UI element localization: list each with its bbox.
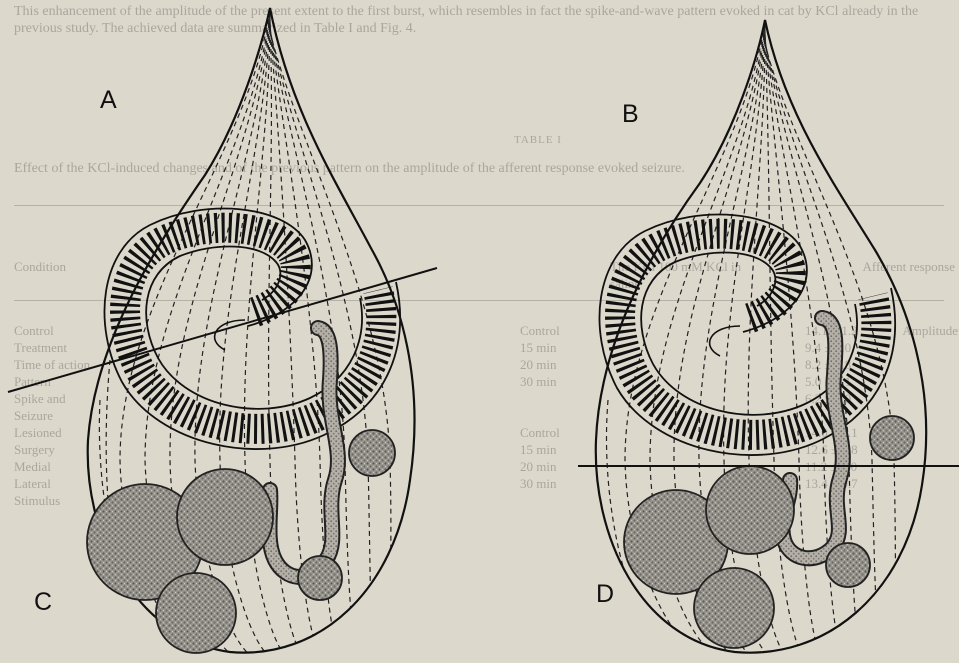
panel-label-d: D [596, 580, 614, 609]
food-vacuoles-right [624, 416, 914, 648]
panel-label-c: C [34, 588, 52, 617]
organism-left [8, 8, 437, 655]
membranelle-band-right [599, 215, 895, 456]
panel-label-a: A [100, 86, 117, 115]
food-vacuoles-left [87, 430, 395, 653]
membranelle-band-left [104, 209, 400, 450]
panel-label-b: B [622, 100, 639, 129]
